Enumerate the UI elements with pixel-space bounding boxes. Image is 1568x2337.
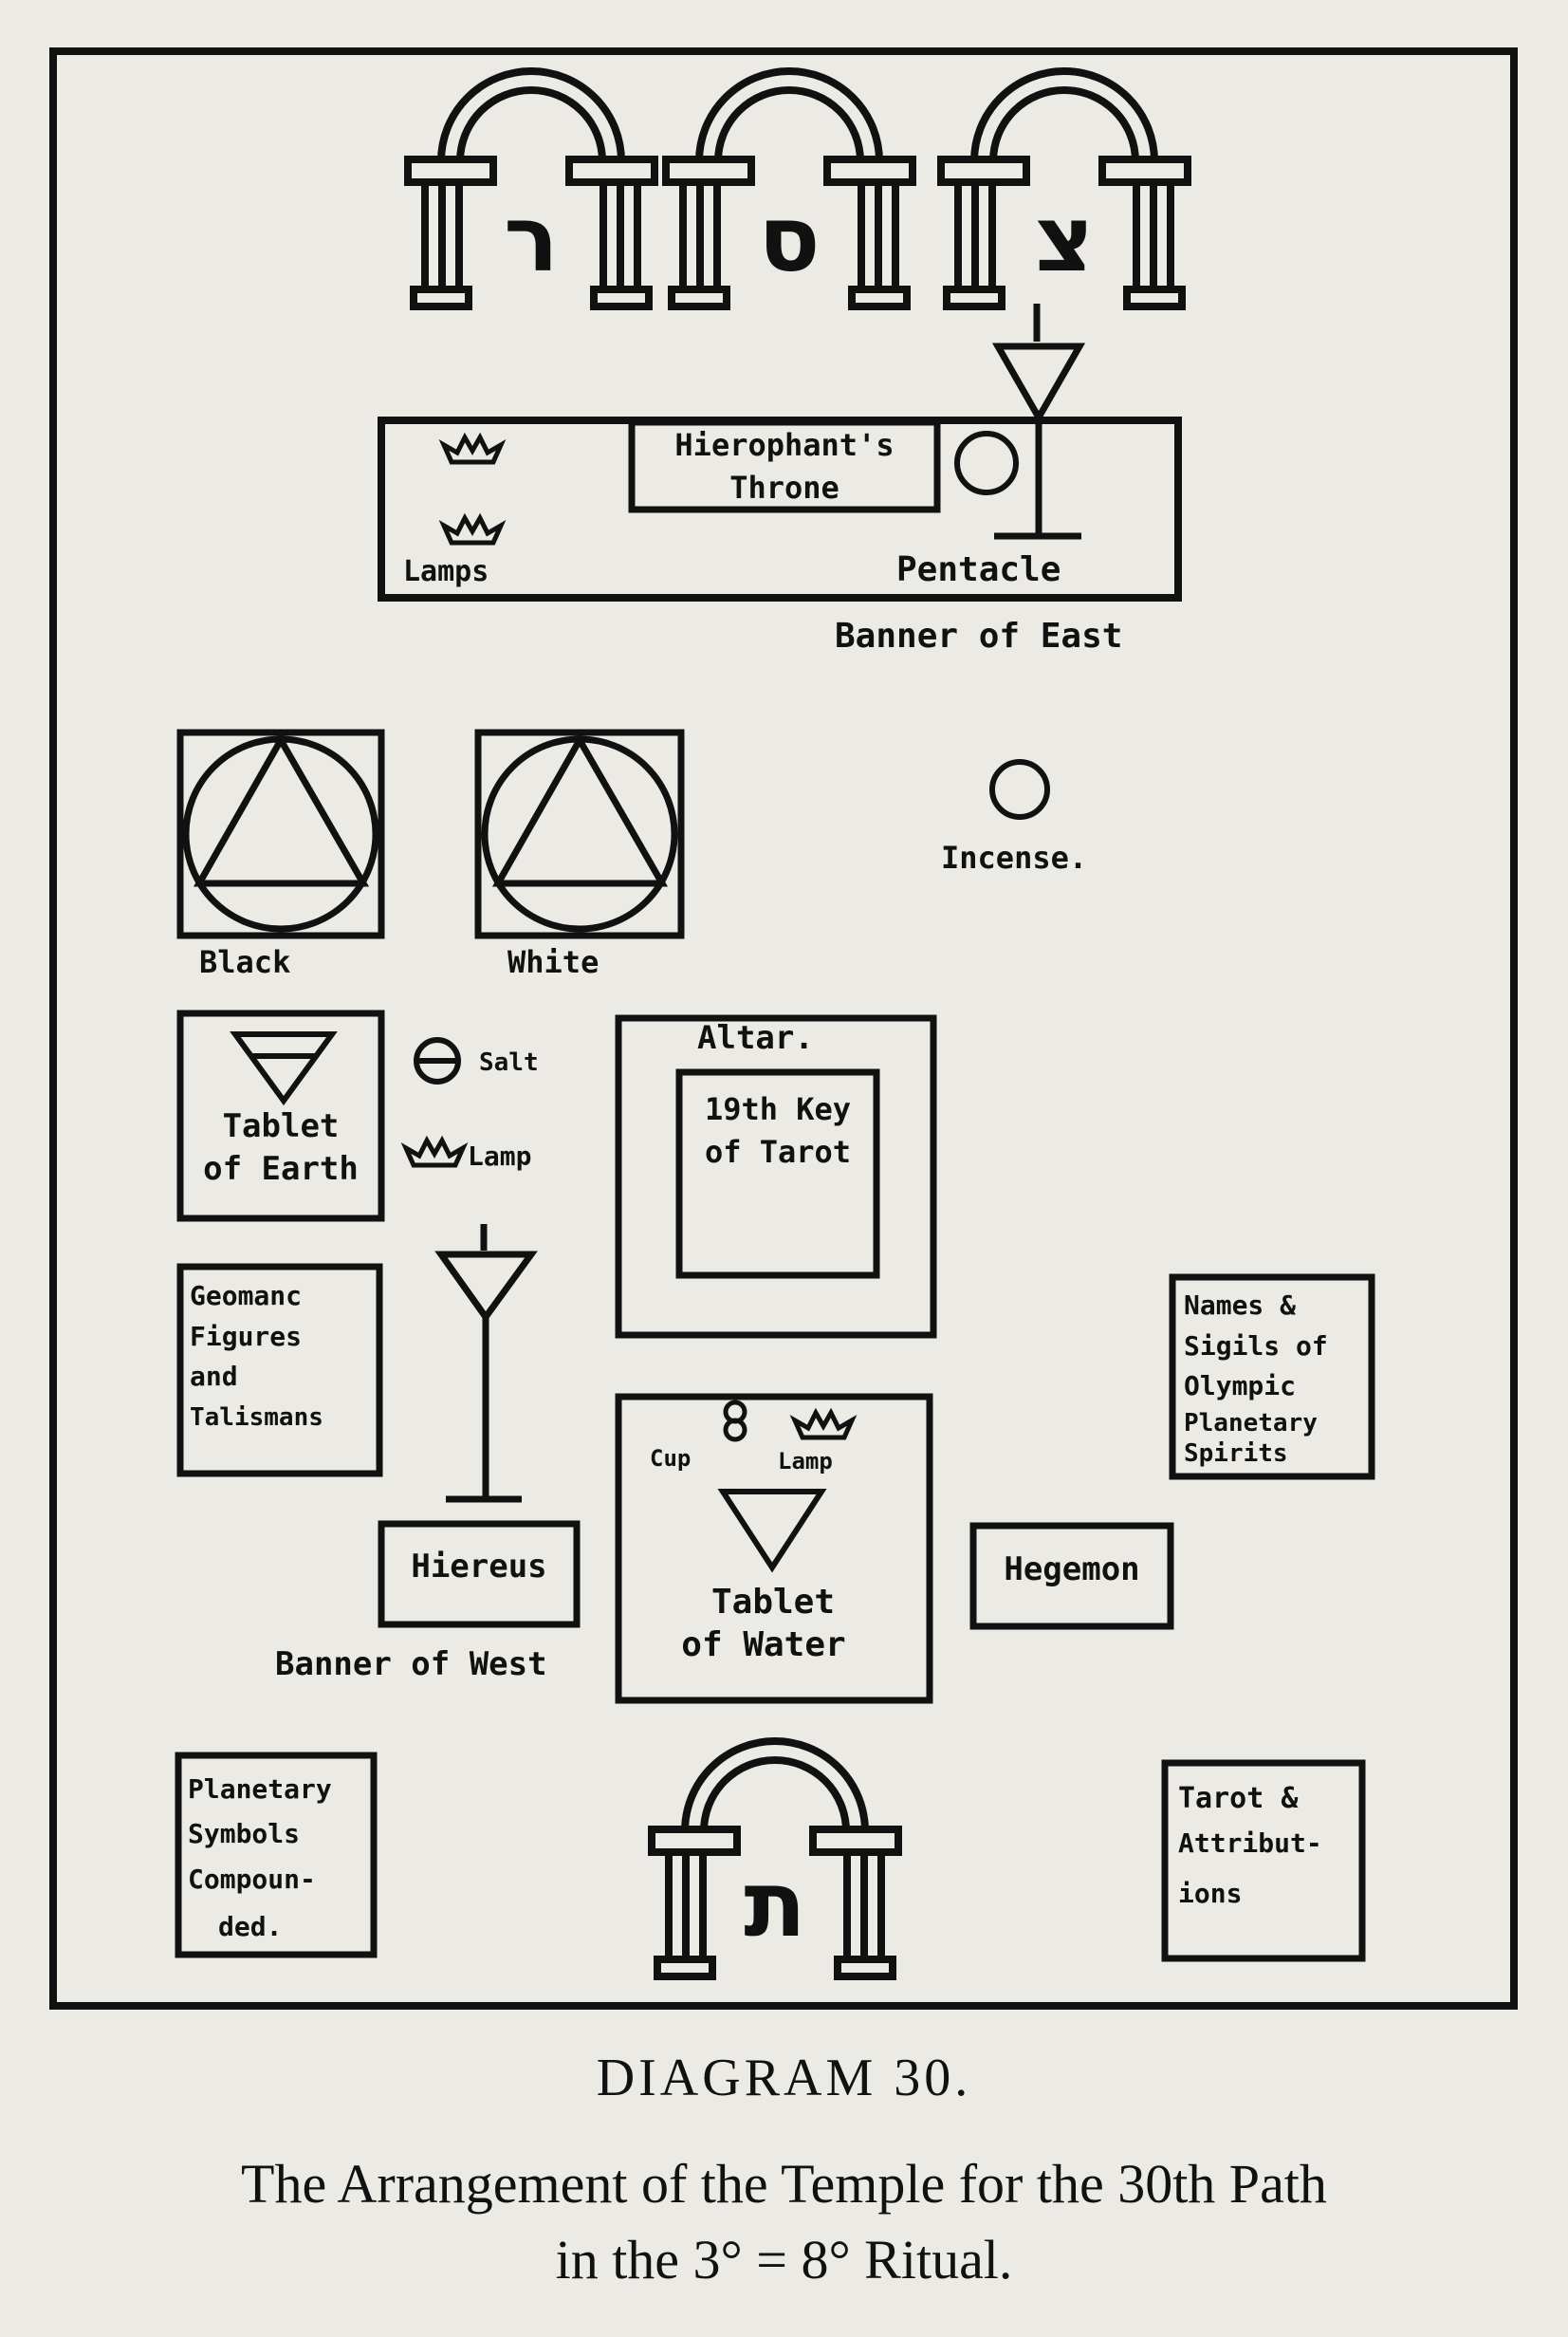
- tarot-attributions-board: [1161, 1759, 1366, 1962]
- pentacle-icon: [954, 431, 1019, 495]
- white-pillar: [474, 729, 685, 939]
- hebrew-letter-tzaddi: צ: [1035, 186, 1095, 292]
- black-pillar: [176, 729, 385, 939]
- hebrew-letter-tau: ת: [744, 1851, 806, 1957]
- olympic-label-3: Olympic: [1184, 1370, 1296, 1401]
- tarot-attr-label-3: ions: [1178, 1878, 1242, 1909]
- tarot-attr-label-1: Tarot &: [1178, 1782, 1299, 1815]
- tablet-water-label-1: Tablet: [711, 1583, 835, 1622]
- hiereus-label: Hiereus: [411, 1548, 546, 1586]
- tarot-key-label-2: of Tarot: [705, 1134, 851, 1170]
- lamp-icon: [444, 518, 501, 543]
- hierophant-throne: [628, 418, 941, 513]
- earth-triangle-icon: [230, 1031, 338, 1106]
- incense-label: Incense.: [941, 840, 1087, 876]
- lamp-icon: [795, 1413, 852, 1437]
- banner-of-west-icon: [434, 1224, 538, 1503]
- banner-of-west-label: Banner of West: [275, 1645, 547, 1683]
- diagram-title: DIAGRAM 30.: [596, 2049, 972, 2107]
- tablet-of-water: [615, 1393, 933, 1704]
- altar-label: Altar.: [697, 1019, 814, 1057]
- hiereus-throne: [378, 1520, 581, 1628]
- water-triangle-icon: [717, 1489, 827, 1573]
- throne-label-1: Hierophant's: [674, 427, 894, 463]
- incense-icon: [989, 759, 1050, 820]
- pentacle-label: Pentacle: [896, 550, 1061, 589]
- hegemon-throne: [969, 1522, 1174, 1630]
- temple-diagram: ר ס צ Hierophant's Throne Lamps Pentacle…: [49, 47, 1518, 2010]
- olympic-label-4: Planetary: [1184, 1409, 1318, 1437]
- tablet-earth-label-1: Tablet: [223, 1107, 340, 1145]
- lamp-icon: [444, 437, 501, 462]
- throne-label-2: Throne: [729, 470, 839, 506]
- black-pillar-label: Black: [199, 944, 290, 980]
- tarot-key-label-1: 19th Key: [705, 1091, 851, 1127]
- lamp-icon: [406, 1141, 463, 1165]
- planetary-label-2: Symbols: [188, 1818, 300, 1849]
- olympic-label-2: Sigils of: [1184, 1330, 1328, 1362]
- diagram-caption-line-2: in the 3° = 8° Ritual.: [555, 2229, 1013, 2291]
- hegemon-label: Hegemon: [1004, 1550, 1139, 1588]
- white-pillar-label: White: [507, 944, 599, 980]
- banner-of-east-label: Banner of East: [835, 617, 1122, 656]
- salt-icon: [414, 1037, 461, 1085]
- geomantic-label-4: Talismans: [190, 1403, 323, 1432]
- outer-frame: [49, 47, 1518, 2010]
- olympic-spirits-board: [1169, 1273, 1375, 1480]
- lamp2-label: Lamp: [778, 1448, 833, 1475]
- tarot-attr-label-2: Attribut-: [1178, 1827, 1322, 1859]
- planetary-label-3: Compoun-: [188, 1864, 316, 1895]
- tarot-key: [675, 1068, 880, 1279]
- tablet-of-earth: [176, 1010, 385, 1222]
- hebrew-letter-resh: ר: [504, 186, 559, 292]
- lamp-label: Lamp: [468, 1141, 531, 1172]
- planetary-symbols-board: [175, 1752, 378, 1958]
- olympic-label-5: Spirits: [1184, 1439, 1288, 1468]
- planetary-label-4: ded.: [218, 1911, 282, 1942]
- geomantic-label-2: Figures: [190, 1321, 302, 1352]
- geomantic-figures: [176, 1263, 383, 1477]
- planetary-label-1: Planetary: [188, 1773, 332, 1805]
- tablet-water-label-2: of Water: [681, 1625, 845, 1664]
- diagram-caption-line-1: The Arrangement of the Temple for the 30…: [241, 2153, 1327, 2215]
- cup-label: Cup: [650, 1445, 691, 1472]
- altar: [615, 1014, 937, 1339]
- salt-label: Salt: [479, 1048, 539, 1077]
- geomantic-label-3: and: [190, 1361, 238, 1392]
- olympic-label-1: Names &: [1184, 1289, 1296, 1321]
- cup-icon: [723, 1400, 747, 1442]
- hebrew-letter-samekh: ס: [758, 186, 820, 292]
- geomantic-label-1: Geomanc: [190, 1280, 302, 1311]
- banner-of-east-icon: [991, 304, 1086, 540]
- lamps-label: Lamps: [403, 555, 489, 588]
- tablet-earth-label-2: of Earth: [203, 1150, 359, 1188]
